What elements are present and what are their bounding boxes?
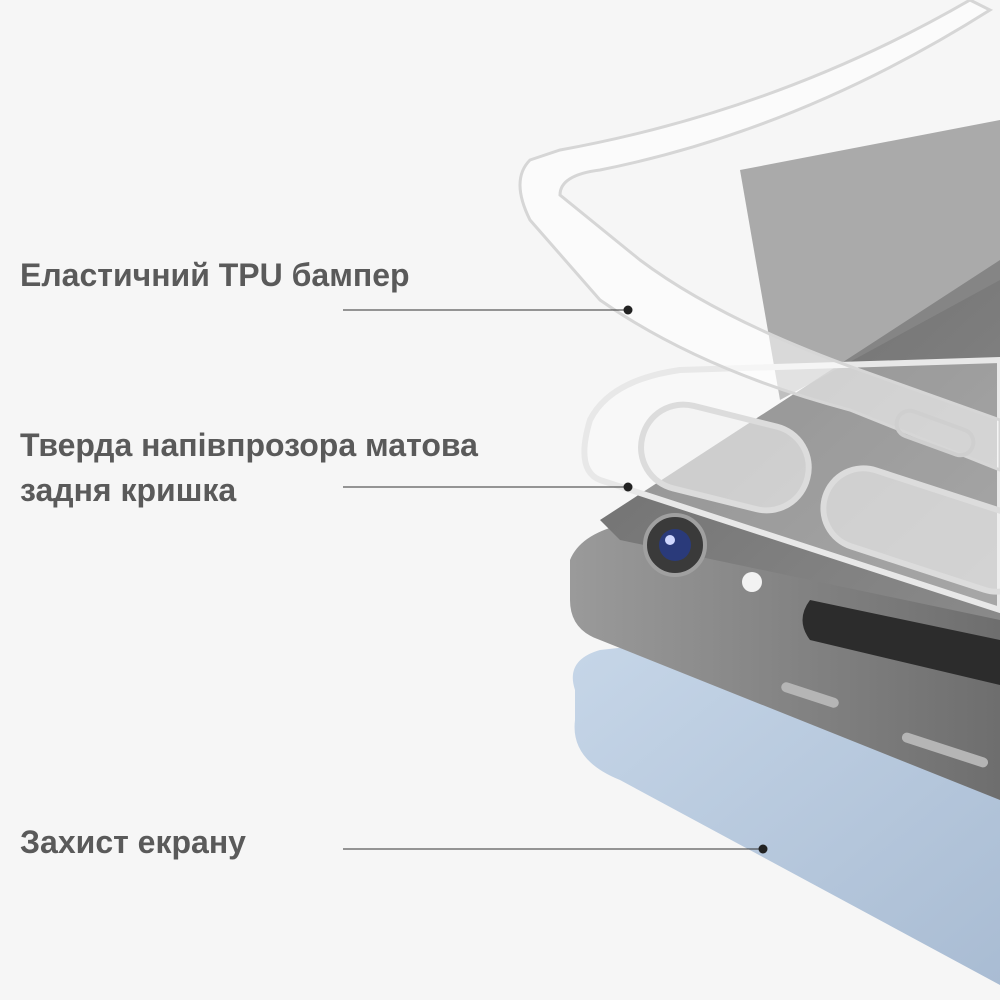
label-back-cover-line2: задня кришка bbox=[20, 472, 237, 508]
camera-flash bbox=[742, 572, 762, 592]
label-screen-protection: Захист екрану bbox=[20, 824, 246, 860]
pencil-strip bbox=[802, 600, 1000, 685]
leader-line-screen bbox=[343, 844, 768, 854]
label-back-cover-line1: Тверда напівпрозора матова bbox=[20, 427, 478, 463]
label-bumper: Еластичний TPU бампер bbox=[20, 257, 410, 293]
leader-line-back-cover bbox=[343, 482, 633, 492]
tpu-bumper bbox=[518, 0, 1000, 472]
leader-line-bumper bbox=[343, 305, 633, 315]
